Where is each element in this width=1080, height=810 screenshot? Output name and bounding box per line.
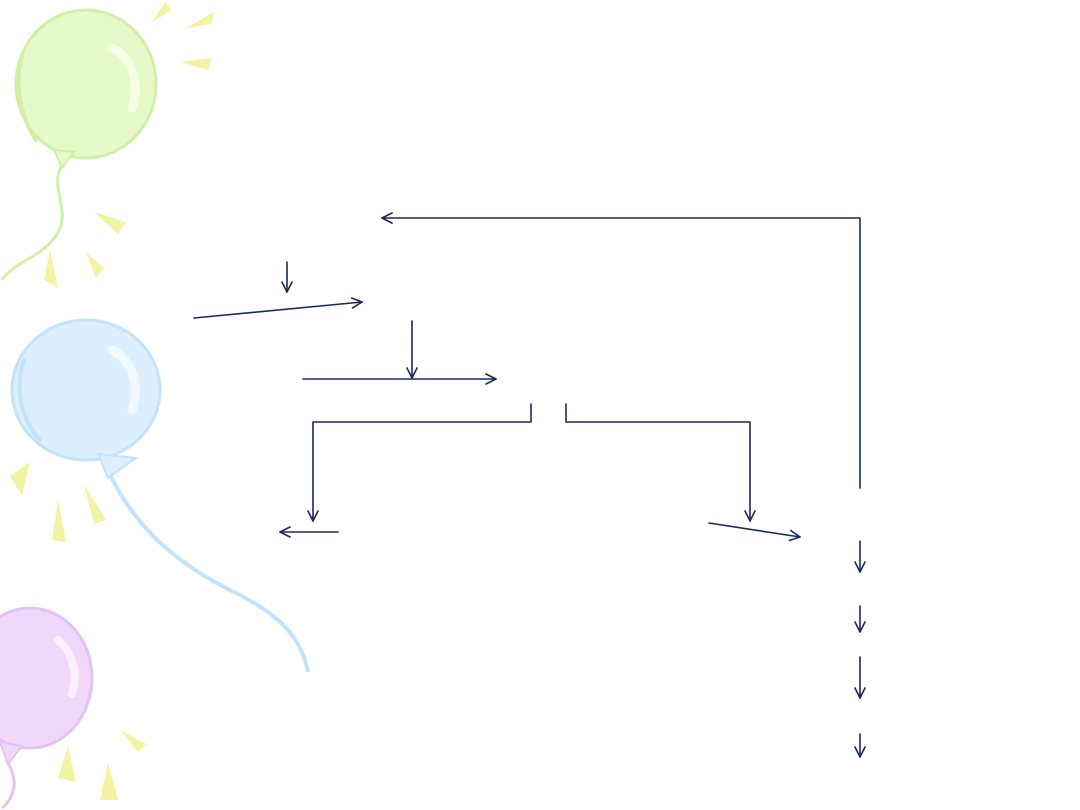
green-balloon-icon bbox=[0, 8, 158, 281]
purple-balloon-icon bbox=[0, 606, 94, 810]
balloon-decoration bbox=[0, 2, 310, 810]
slanted-arrow-1 bbox=[193, 297, 363, 319]
right-branch-arrow bbox=[565, 403, 756, 522]
left-branch-arrow bbox=[307, 403, 532, 522]
flow-diagram bbox=[193, 212, 866, 758]
blue-balloon-icon bbox=[10, 318, 310, 673]
sun-rays-icon bbox=[10, 2, 214, 800]
slanted-arrow-2 bbox=[708, 522, 801, 542]
feedback-loop-arrow bbox=[381, 212, 861, 489]
